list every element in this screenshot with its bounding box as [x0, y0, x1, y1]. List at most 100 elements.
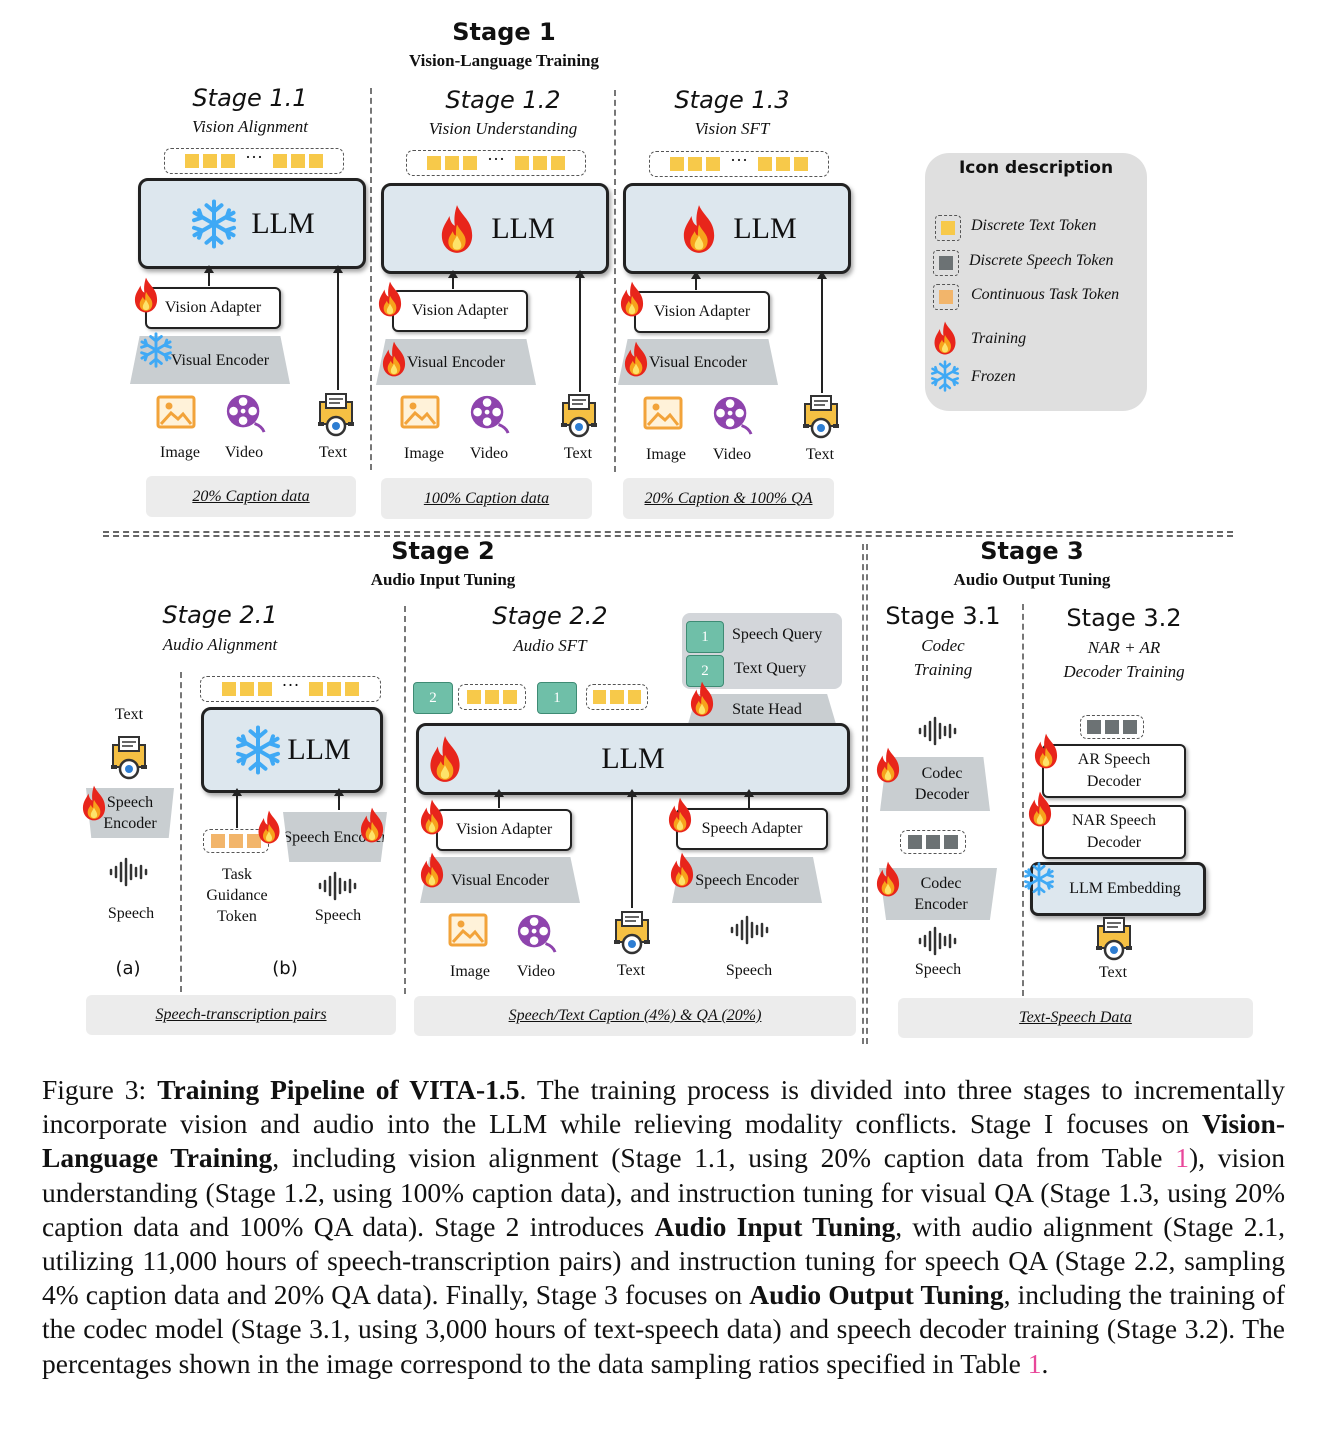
snowflake-icon: [189, 199, 239, 249]
text-token-row: ···: [200, 675, 381, 702]
text-token-swatch: [935, 215, 961, 241]
stage-1-3-title: Stage 1.3: [674, 86, 790, 114]
llm-block: LLM: [201, 707, 383, 793]
task-guidance-token-label: Task Guidance Token: [206, 866, 268, 925]
arrow: [575, 270, 585, 392]
video-icon: [711, 394, 753, 436]
snowflake-icon: [233, 725, 283, 775]
text-label: Text: [563, 445, 593, 462]
stage1-title: Stage 1: [452, 18, 556, 46]
text-query-number: 2: [686, 655, 724, 687]
stage2-subtitle: Audio Input Tuning: [370, 570, 516, 589]
figure-caption: Figure 3: Training Pipeline of VITA-1.5.…: [42, 1074, 1286, 1379]
image-icon: [400, 395, 440, 429]
arrow: [448, 270, 458, 289]
divider: [404, 606, 406, 994]
video-label: Video: [516, 963, 556, 980]
divider: [180, 672, 182, 992]
text-token-row: [586, 684, 648, 710]
video-label: Video: [712, 446, 752, 463]
waveform-icon: [916, 926, 960, 956]
waveform-icon: [728, 915, 772, 945]
stage-3-2-subtitle-2: Decoder Training: [1063, 662, 1185, 681]
text-label: Text: [114, 706, 144, 723]
speech-label: Speech: [914, 961, 962, 978]
speech-query-label: Speech Query: [732, 626, 823, 643]
divider: [370, 88, 372, 470]
table-ref-link[interactable]: 1: [1027, 1347, 1042, 1379]
fire-icon: [374, 280, 406, 318]
text-label: Text: [616, 962, 646, 979]
fire-icon: [356, 806, 388, 844]
vision-adapter: Vision Adapter: [392, 290, 528, 332]
panel-b-label: (b): [272, 958, 298, 979]
legend-frozen: Frozen: [971, 368, 1016, 385]
stage-1-2-subtitle: Vision Understanding: [428, 119, 578, 138]
speech-label: Speech: [725, 962, 773, 979]
image-icon: [643, 396, 683, 430]
legend-title: Icon description: [958, 158, 1114, 178]
stage-1-1-subtitle: Vision Alignment: [191, 117, 308, 136]
fire-icon: [616, 280, 648, 318]
stage2-title: Stage 2: [391, 537, 495, 565]
llm-block: LLM: [623, 183, 851, 274]
divider: [1022, 604, 1024, 996]
video-label: Video: [224, 444, 264, 461]
ar-speech-decoder: AR Speech Decoder: [1042, 744, 1186, 798]
arrow: [334, 788, 344, 810]
data-label-1-2: 100% Caption data: [381, 478, 592, 519]
waveform-icon: [316, 871, 360, 901]
image-label: Image: [160, 444, 200, 461]
legend-task-token: Continuous Task Token: [971, 286, 1120, 303]
text-query-slot: 1: [537, 682, 577, 714]
legend-training: Training: [971, 330, 1027, 347]
visual-encoder: Visual Encoder: [420, 857, 580, 903]
stage-1-3-subtitle: Vision SFT: [694, 119, 770, 138]
image-label: Image: [450, 963, 490, 980]
text-token-row: ···: [164, 147, 344, 174]
legend-text-token: Discrete Text Token: [971, 217, 1097, 234]
snowflake-icon: [929, 360, 961, 392]
text-doc-icon: [559, 393, 599, 439]
fire-icon: [78, 784, 110, 822]
arrow: [333, 265, 343, 390]
image-icon: [448, 913, 488, 947]
speech-adapter: Speech Adapter: [676, 808, 828, 850]
text-label: Text: [805, 446, 835, 463]
speech-token-swatch: [933, 250, 959, 276]
data-label-2-1: Speech-transcription pairs: [86, 995, 396, 1035]
nar-speech-decoder: NAR Speech Decoder: [1042, 805, 1186, 859]
data-label-1-3: 20% Caption & 100% QA: [623, 478, 834, 519]
video-icon: [468, 393, 510, 435]
text-label: Text: [318, 444, 348, 461]
table-ref-link[interactable]: 1: [1175, 1142, 1189, 1174]
speech-encoder: Speech Encoder: [672, 857, 822, 903]
stage-2-2-subtitle: Audio SFT: [513, 636, 587, 655]
fire-icon: [416, 798, 448, 836]
icon-legend: Icon description Discrete Text Token Dis…: [925, 153, 1147, 411]
stage1-subtitle: Vision-Language Training: [408, 51, 600, 70]
speech-query-slot: 2: [413, 682, 453, 714]
fire-icon: [930, 320, 960, 356]
fire-icon: [620, 340, 652, 378]
fire-icon: [254, 808, 284, 846]
fire-icon: [664, 796, 696, 834]
waveform-icon: [107, 857, 151, 887]
image-label: Image: [646, 446, 686, 463]
legend-speech-token: Discrete Speech Token: [969, 252, 1114, 269]
text-doc-icon: [801, 394, 841, 440]
stage-3-1-title: Stage 3.1: [885, 602, 1001, 630]
stage-2-2-title: Stage 2.2: [492, 602, 608, 630]
text-doc-icon: [109, 735, 149, 781]
text-doc-icon: [316, 392, 356, 438]
stage-3-2-subtitle-1: NAR + AR: [1087, 638, 1161, 657]
image-icon: [156, 395, 196, 429]
text-doc-icon: [1094, 916, 1134, 962]
data-label-2-2: Speech/Text Caption (4%) & QA (20%): [414, 996, 856, 1036]
fire-icon: [435, 203, 479, 255]
divider: [614, 90, 616, 472]
task-token-swatch: [933, 284, 959, 310]
divider: [866, 544, 868, 1044]
vision-adapter: Vision Adapter: [634, 291, 770, 333]
speech-label: Speech: [107, 905, 155, 922]
